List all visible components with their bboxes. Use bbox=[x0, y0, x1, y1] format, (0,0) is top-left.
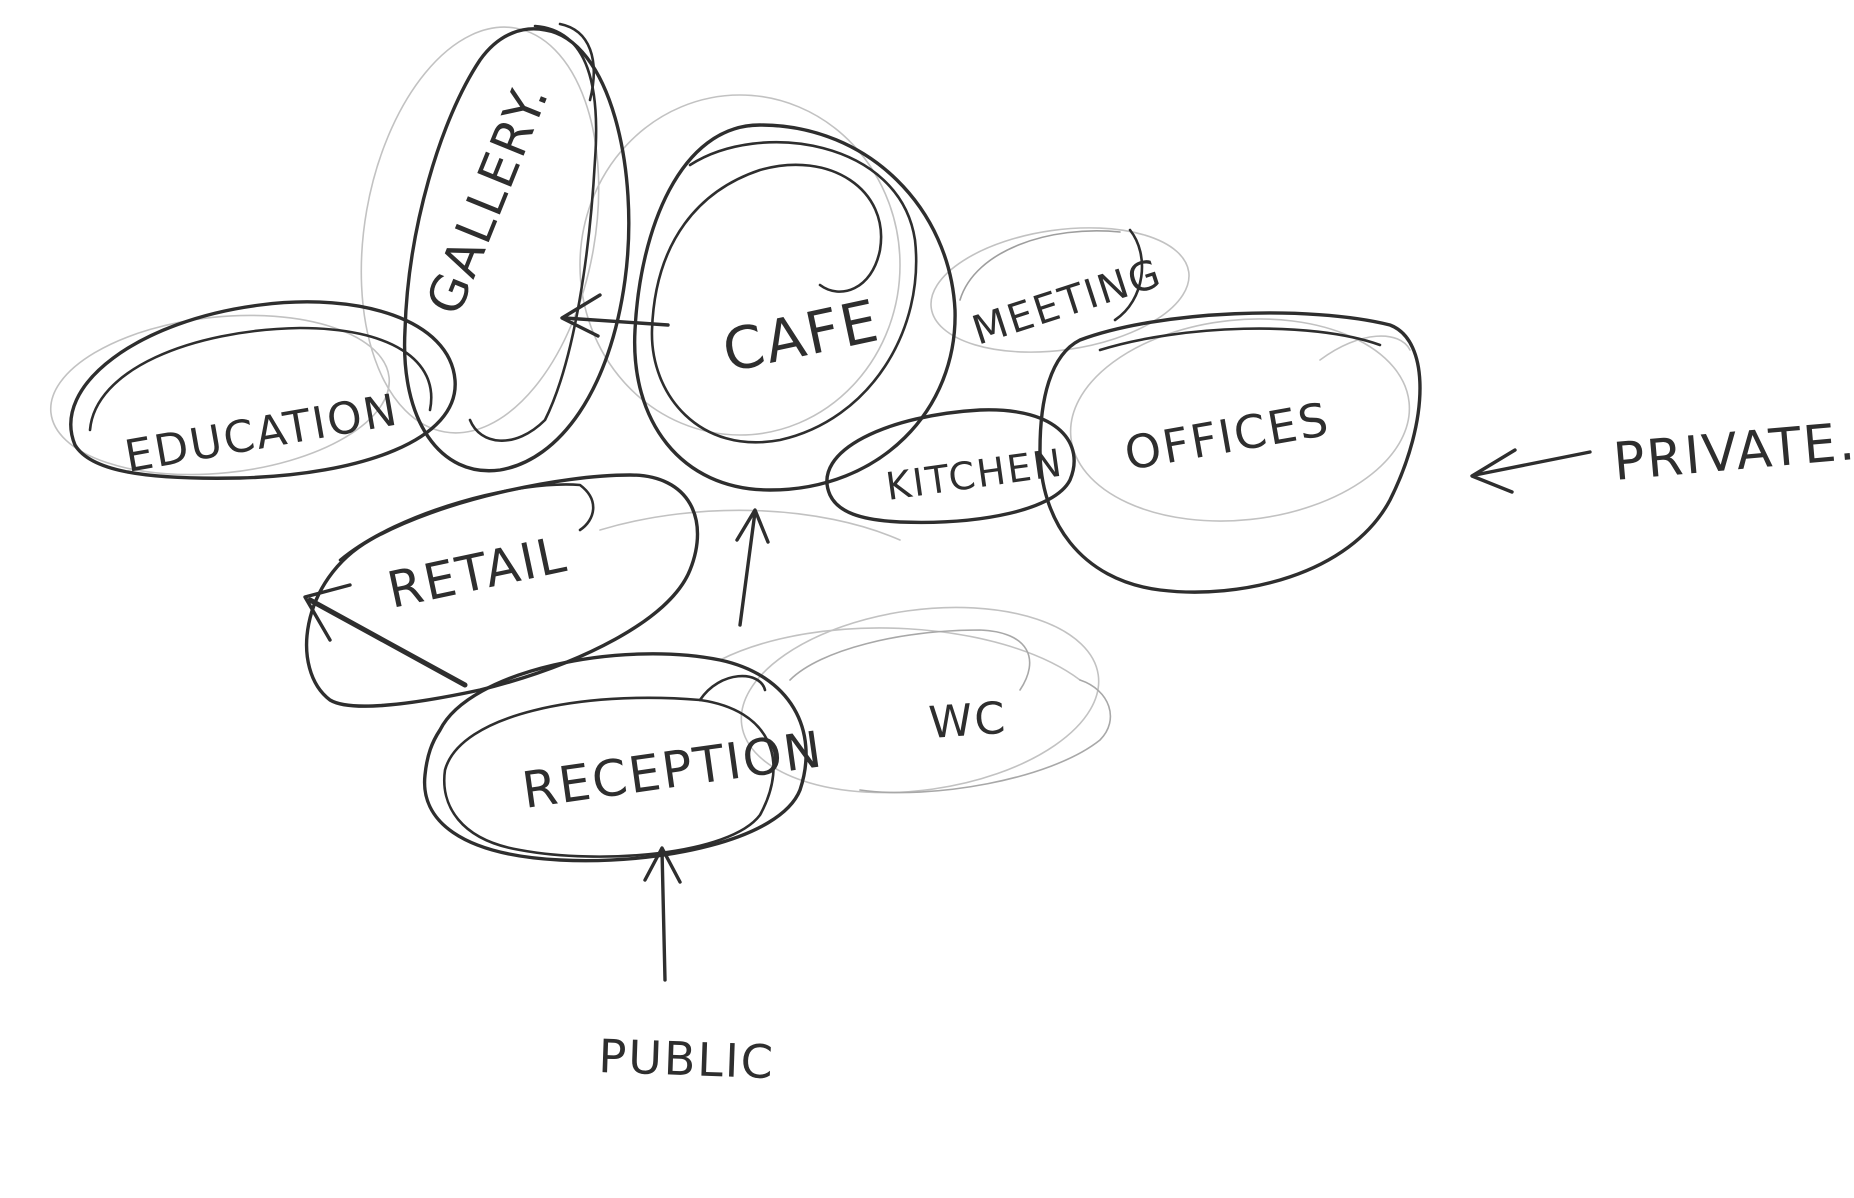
bubble-reception bbox=[422, 652, 808, 863]
arrow-private-to-offices bbox=[1470, 448, 1592, 494]
label-gallery: GALLERY. bbox=[415, 74, 560, 322]
label-cafe: CAFE bbox=[717, 286, 886, 385]
bubble-cafe bbox=[632, 123, 957, 492]
bubble-retail bbox=[304, 473, 700, 708]
label-private: PRIVATE. bbox=[1611, 412, 1854, 493]
label-wc: WC bbox=[927, 693, 1009, 749]
arrow-reception-to-cafe bbox=[735, 508, 770, 627]
arrow-reception-to-retail bbox=[303, 583, 468, 688]
bubble-offices bbox=[1038, 311, 1422, 594]
label-reception: RECEPTION bbox=[519, 720, 827, 820]
label-public: PUBLIC bbox=[598, 1029, 776, 1089]
label-retail: RETAIL bbox=[382, 525, 572, 620]
bubble-meeting bbox=[959, 228, 1144, 322]
label-offices: OFFICES bbox=[1121, 392, 1334, 481]
label-kitchen: KITCHEN bbox=[883, 440, 1066, 508]
bubble-labels: GALLERY. CAFE MEETING EDUCATION KITCHEN … bbox=[121, 74, 1854, 1089]
bubble-gallery bbox=[402, 22, 631, 473]
bubble-wc bbox=[789, 629, 1112, 794]
bubble-education bbox=[69, 300, 457, 480]
bubble-kitchen bbox=[825, 408, 1076, 525]
label-meeting: MEETING bbox=[967, 250, 1168, 354]
arrow-public-to-reception bbox=[643, 846, 682, 982]
arrow-cafe-to-gallery bbox=[560, 293, 670, 338]
